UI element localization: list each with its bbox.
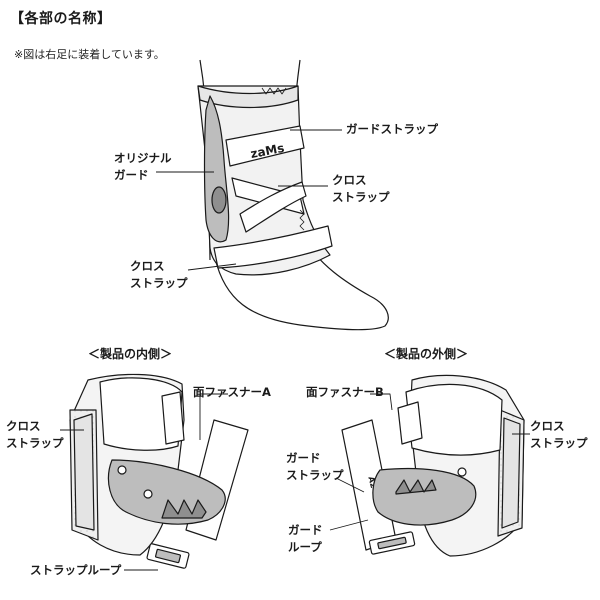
label-outer-guard-strap: ガード ストラップ bbox=[286, 451, 344, 482]
outer-guard-fins bbox=[395, 479, 437, 495]
outer-side-figure: A2-DX bbox=[329, 374, 530, 557]
cross-strap-lower bbox=[213, 225, 333, 269]
fastener-a-pad bbox=[161, 391, 185, 445]
figure-note: ※図は右足に装着しています。 bbox=[14, 48, 165, 61]
guard-strap-band bbox=[225, 125, 305, 167]
logo-zams: zaMs bbox=[249, 141, 285, 161]
cross-strap-diag bbox=[239, 181, 307, 233]
stitch-zigzag bbox=[261, 87, 305, 231]
label-guard-strap: ガードストラップ bbox=[346, 122, 438, 136]
leader-lines-inner bbox=[60, 393, 228, 571]
section-inner-side: ＜製品の内側＞ bbox=[88, 347, 173, 361]
inner-guard-fins bbox=[161, 499, 207, 519]
label-guard-loop: ガード ループ bbox=[288, 523, 323, 554]
outer-rivet bbox=[457, 467, 467, 477]
inner-side-figure bbox=[60, 373, 249, 571]
label-original-guard: オリジナル ガード bbox=[114, 151, 172, 182]
inner-rivet-1 bbox=[117, 465, 127, 475]
inner-cross-strap-panel bbox=[73, 413, 95, 531]
inner-rivet-2 bbox=[143, 489, 153, 499]
outer-tongue bbox=[405, 383, 503, 456]
worn-brace-figure: zaMs bbox=[156, 59, 389, 331]
label-fastener-b: 面ファスナーB bbox=[306, 385, 384, 399]
label-cross-strap-left: クロス ストラップ bbox=[130, 259, 188, 290]
label-inner-cross-strap: クロス ストラップ bbox=[6, 419, 64, 450]
label-outer-cross-strap: クロス ストラップ bbox=[530, 419, 588, 450]
outer-guard bbox=[372, 467, 477, 526]
outer-cross-strap-panel bbox=[501, 417, 521, 529]
page-title: 【各部の名称】 bbox=[10, 11, 112, 27]
brace-collar bbox=[197, 85, 299, 109]
leader-lines-outer bbox=[329, 393, 530, 531]
section-outer-side: ＜製品の外側＞ bbox=[384, 347, 469, 361]
leader-lines-top bbox=[156, 129, 342, 271]
label-cross-strap-right: クロス ストラップ bbox=[332, 173, 390, 204]
guard-hole bbox=[211, 186, 227, 214]
fastener-b-pad bbox=[397, 401, 423, 445]
label-fastener-a: 面ファスナーA bbox=[193, 385, 271, 399]
label-strap-loop: ストラップループ bbox=[30, 563, 122, 577]
